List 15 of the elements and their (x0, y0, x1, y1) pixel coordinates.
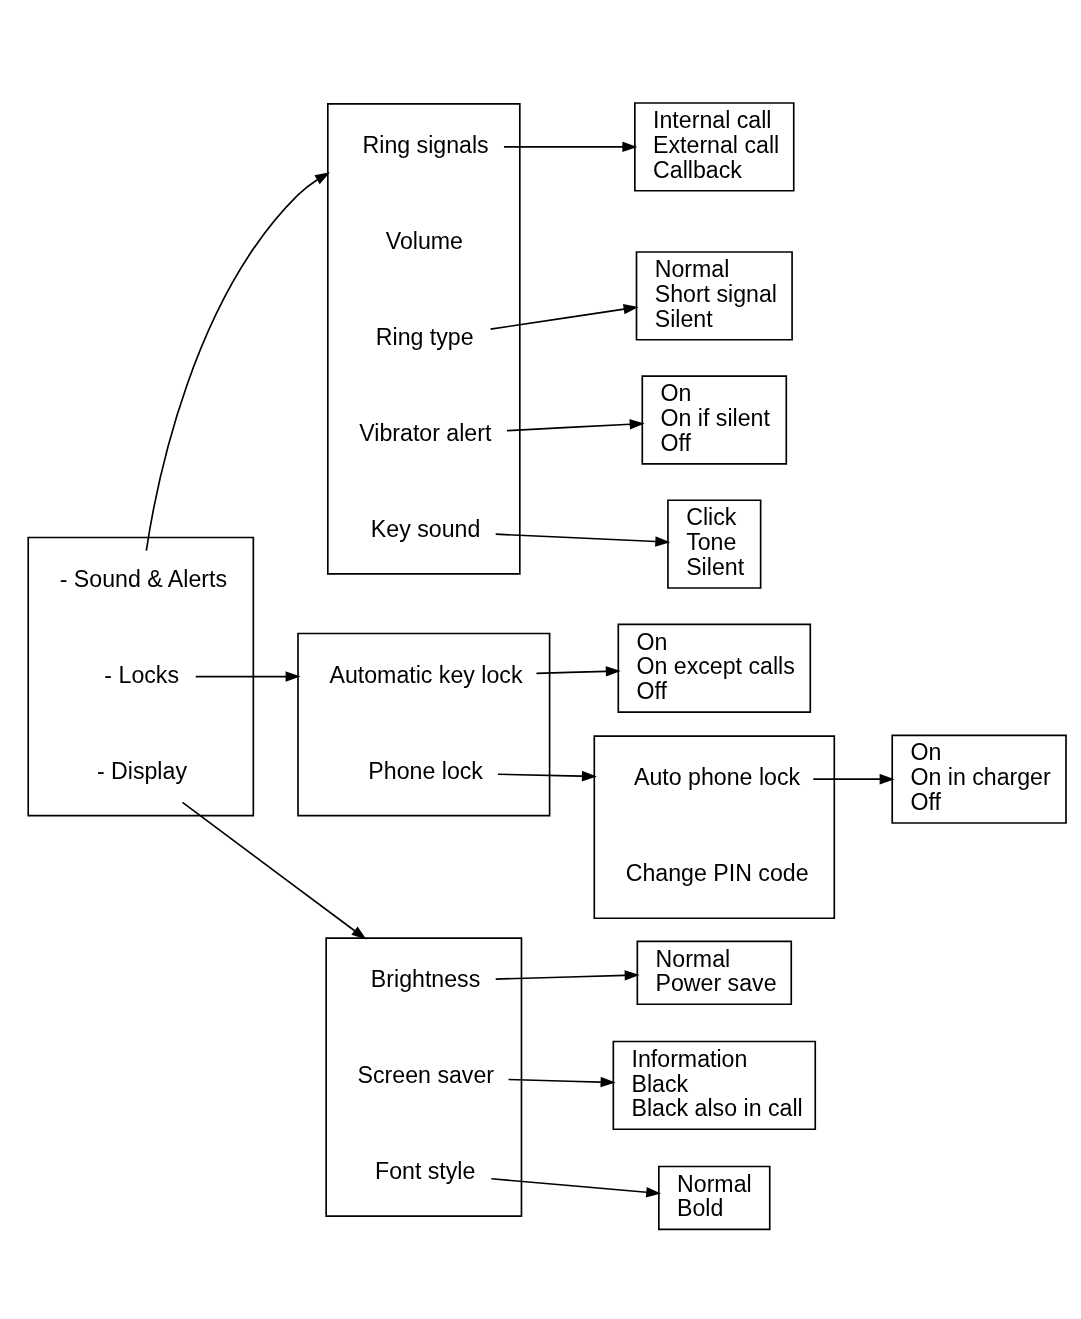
node-text: Phone lock (368, 757, 483, 784)
node-text: Automatic key lock (329, 661, 523, 688)
node-text: Auto phone lock (634, 763, 801, 790)
node-text: Screen saver (357, 1061, 495, 1088)
node-text: Change PIN code (625, 859, 809, 886)
node-text: Volume (385, 227, 463, 254)
node-text: Vibrator alert (359, 419, 492, 446)
node-text: Font style (374, 1157, 476, 1184)
node-text: Ring type (375, 323, 474, 350)
node-text: - Display (96, 757, 187, 784)
node-text: - Sound & Alerts (59, 565, 227, 592)
node-text: Key sound (370, 515, 481, 542)
node-text: Ring signals (362, 131, 489, 158)
node-text: - Locks (104, 661, 179, 688)
node-text: Brightness (370, 965, 481, 992)
